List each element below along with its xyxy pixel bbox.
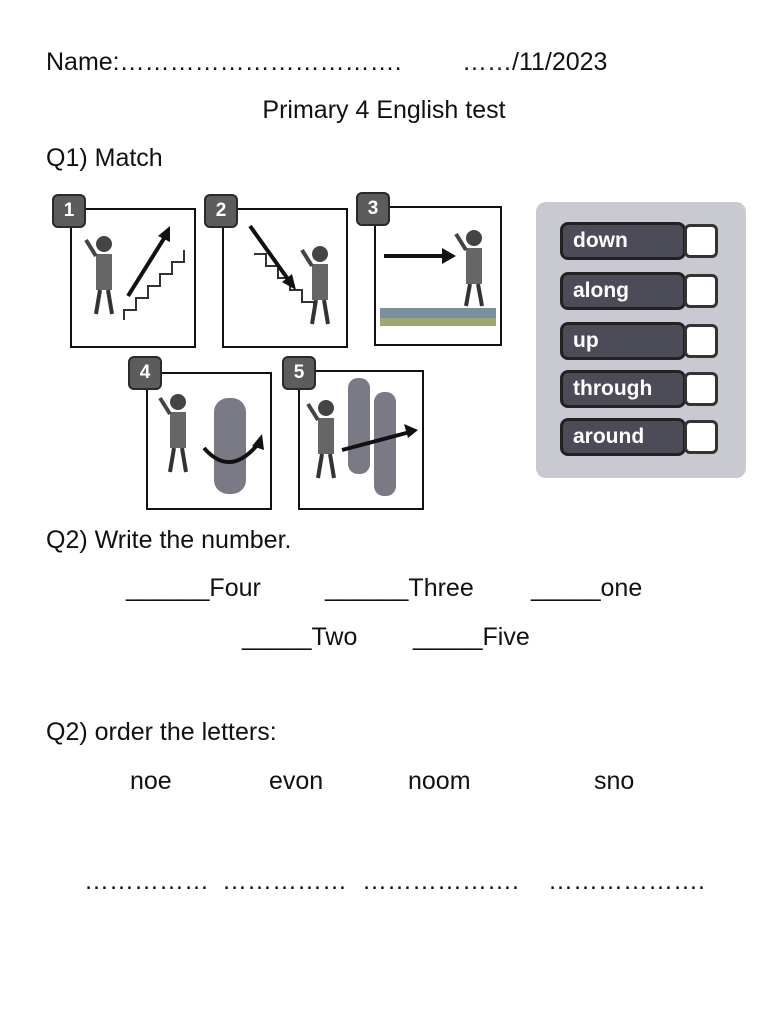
answer-box-around[interactable] [684,420,718,454]
blank-three[interactable]: ______Three [325,574,474,602]
picture-5-frame [298,370,424,510]
word-around: around [560,418,686,456]
girl-around-illustration [158,394,264,494]
picture-4-frame [146,372,272,510]
picture-3-frame [374,206,502,346]
blank-five[interactable]: _____Five [413,623,530,651]
word-box: down along up through around [536,202,746,478]
match-figure: 1 2 3 [44,184,754,514]
badge-2: 2 [204,194,238,228]
q2-order-heading: Q2) order the letters: [46,718,277,746]
date-field: ……/11/2023 [462,48,608,76]
scrambled-word: evon [269,767,324,795]
name-field: Name:……………………………. [46,48,402,76]
scrambled-word: sno [594,767,635,795]
badge-3: 3 [356,192,390,226]
blank-one[interactable]: _____one [531,574,643,602]
word-along: along [560,272,686,310]
answer-blank[interactable]: …………… [84,867,209,895]
blank-four[interactable]: ______Four [126,574,261,602]
word-up: up [560,322,686,360]
badge-4: 4 [128,356,162,390]
answer-box-through[interactable] [684,372,718,406]
answer-blank[interactable]: ………………. [548,867,705,895]
picture-1-frame [70,208,196,348]
girl-down-stairs-illustration [248,224,330,325]
scrambled-word: noe [130,767,172,795]
badge-5: 5 [282,356,316,390]
girl-up-stairs-illustration [84,226,185,320]
blank-two[interactable]: _____Two [242,623,358,651]
page-title: Primary 4 English test [262,96,506,124]
q2-number-heading: Q2) Write the number. [46,526,292,554]
answer-blank[interactable]: ………………. [362,867,519,895]
picture-2-frame [222,208,348,348]
scrambled-word: noom [408,767,471,795]
girl-along-illustration [380,230,496,326]
girl-through-illustration [306,378,418,496]
answer-box-down[interactable] [684,224,718,258]
answer-blank[interactable]: …………… [222,867,347,895]
word-through: through [560,370,686,408]
word-down: down [560,222,686,260]
q1-heading: Q1) Match [46,144,163,172]
badge-1: 1 [52,194,86,228]
answer-box-up[interactable] [684,324,718,358]
answer-box-along[interactable] [684,274,718,308]
